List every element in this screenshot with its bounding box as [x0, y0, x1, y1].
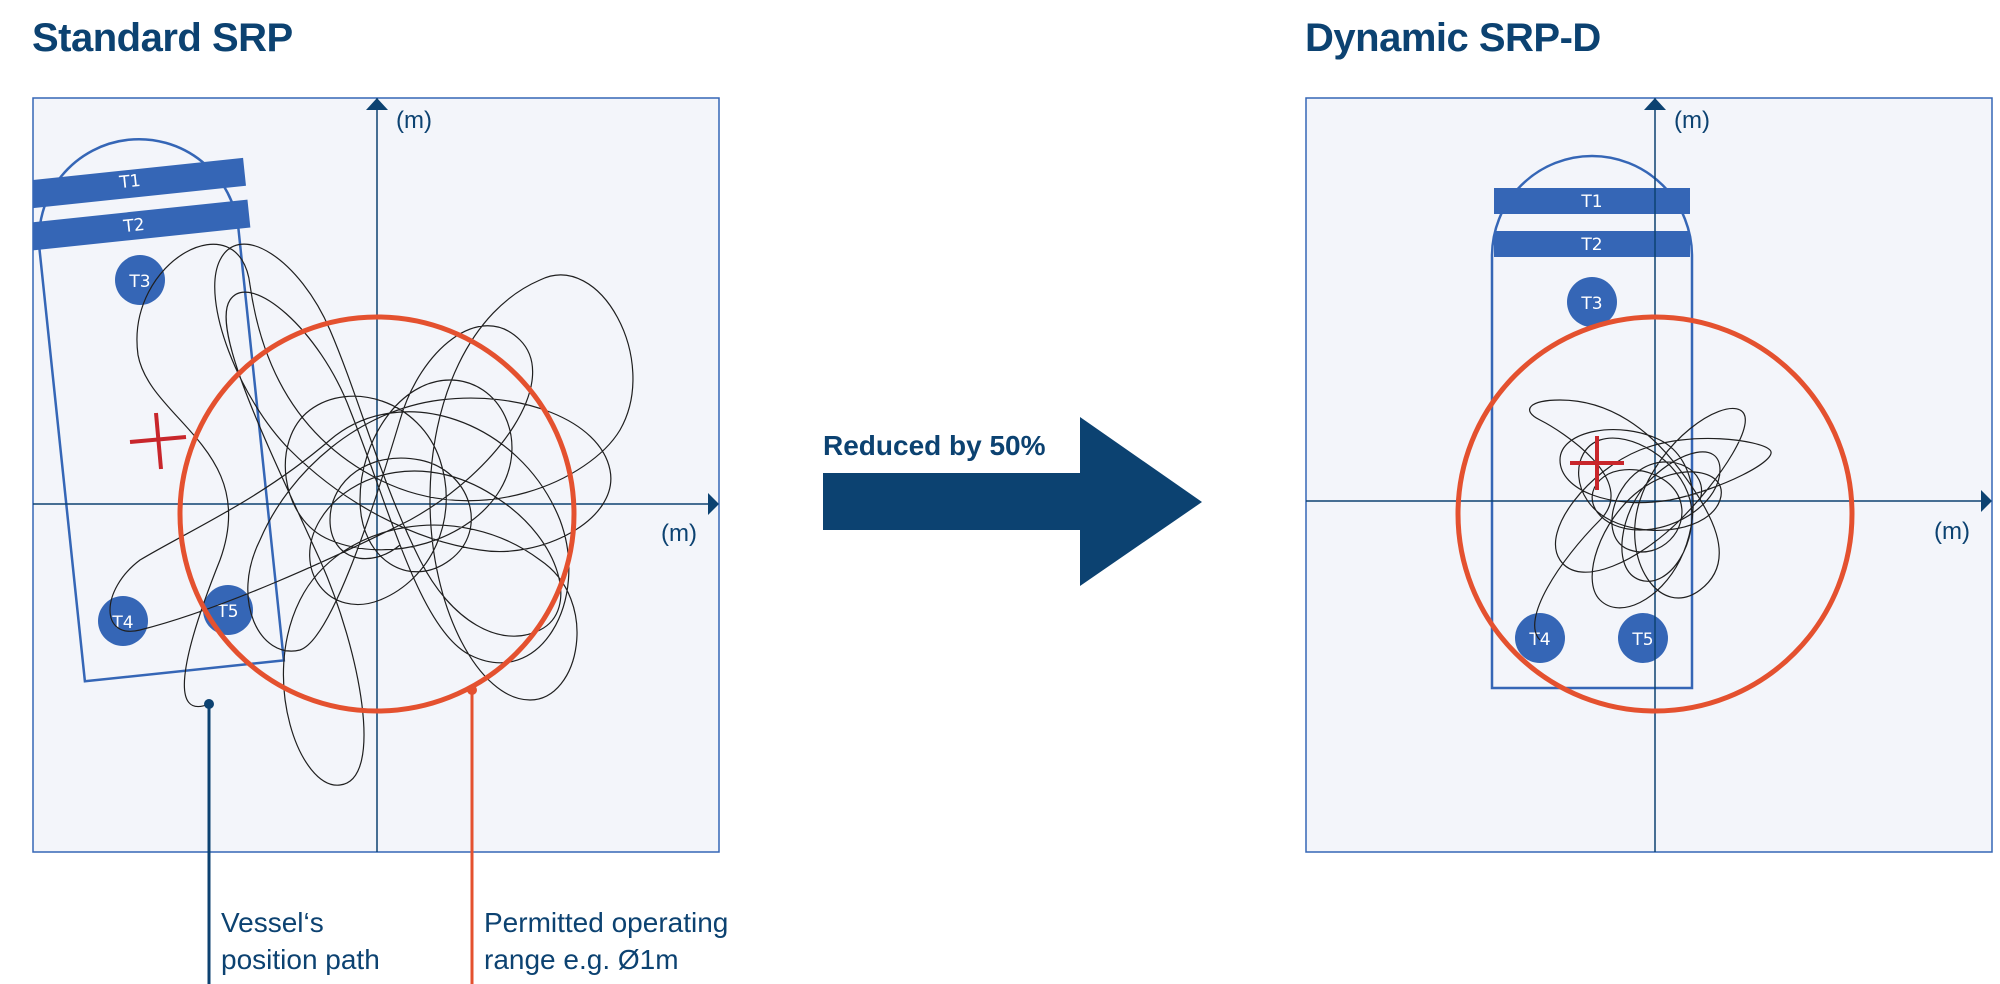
- position-path-callout-line2: position path: [221, 944, 380, 975]
- thruster-bar-t1: [33, 157, 246, 210]
- thruster-bar-t1: [1494, 188, 1690, 214]
- thruster-label-t3: T3: [128, 272, 150, 292]
- dynamic-srp-d-title: Dynamic SRP-D: [1305, 16, 1601, 60]
- thruster-label-t5: T5: [216, 602, 238, 622]
- range-leader-dot: [467, 685, 477, 695]
- position-path-callout: Vessel‘s position path: [221, 904, 380, 978]
- x-axis-unit: (m): [661, 520, 697, 547]
- x-axis-arrowhead: [708, 493, 719, 515]
- y-axis-arrowhead: [366, 98, 388, 110]
- standard-srp-panel: T1 T2 T3 T4 T5 (m) (m): [32, 97, 720, 984]
- thruster-bar-t2: [33, 199, 251, 252]
- standard-srp-title: Standard SRP: [32, 16, 293, 60]
- vessel-outline: [37, 137, 286, 683]
- thruster-label-t5: T5: [1631, 630, 1653, 650]
- dynamic-srp-d-panel: T1 T2 T3 T4 T5 (m) (m): [1305, 97, 1993, 853]
- thruster-label-t1: T1: [118, 171, 142, 193]
- thruster-t3: [115, 255, 165, 305]
- permitted-range-callout-line1: Permitted operating: [484, 907, 729, 938]
- reference-target-cross: [1570, 436, 1624, 490]
- reduction-arrow: [823, 417, 1202, 586]
- thruster-label-t2: T2: [1580, 235, 1602, 255]
- thruster-t4: [1515, 613, 1565, 663]
- thruster-label-t2: T2: [122, 215, 146, 237]
- reference-target-cross: [129, 412, 187, 470]
- reduction-label: Reduced by 50%: [823, 430, 1046, 461]
- thrusters-left: [33, 157, 251, 252]
- permitted-range-circle: [1455, 314, 1855, 714]
- y-axis-arrowhead: [1644, 98, 1666, 110]
- position-path-callout-line1: Vessel‘s: [221, 907, 324, 938]
- y-axis-unit: (m): [1674, 107, 1710, 134]
- thruster-label-t1: T1: [1580, 192, 1602, 212]
- permitted-range-callout: Permitted operating range e.g. Ø1m: [484, 904, 728, 978]
- x-axis-unit: (m): [1934, 518, 1970, 545]
- vessel-position-path: [1529, 399, 1772, 641]
- panel-frame: [32, 97, 720, 853]
- thruster-t3: [1567, 277, 1617, 327]
- position-path-leader-dot: [204, 699, 214, 709]
- x-axis-arrowhead: [1981, 490, 1992, 512]
- y-axis-unit: (m): [396, 107, 432, 134]
- thruster-label-t4: T4: [111, 613, 133, 633]
- permitted-range-callout-line2: range e.g. Ø1m: [484, 944, 679, 975]
- thruster-label-t3: T3: [1580, 294, 1602, 314]
- vessel-position-path: [109, 243, 634, 786]
- panel-frame: [1305, 97, 1993, 853]
- vessel-outline: [1490, 154, 1694, 690]
- thruster-bar-t2: [1494, 231, 1690, 257]
- permitted-range-circle: [177, 314, 577, 714]
